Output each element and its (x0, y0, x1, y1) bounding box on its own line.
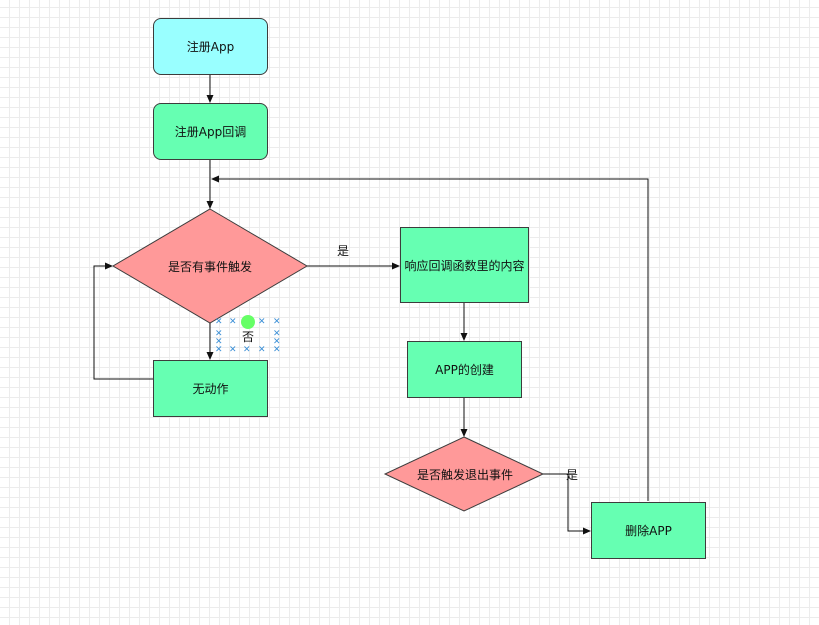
selection-dot[interactable] (241, 315, 255, 329)
selection-handle[interactable]: ✕ (273, 337, 281, 347)
selection-handle[interactable]: ✕ (215, 317, 223, 327)
selection-handle[interactable]: ✕ (273, 345, 281, 355)
selection-handle[interactable]: ✕ (258, 345, 266, 355)
node-register-app[interactable]: 注册App (153, 18, 268, 75)
selection-handle[interactable]: ✕ (229, 317, 237, 327)
node-register-callback-label: 注册App回调 (174, 125, 247, 139)
edge-label-has-event-no[interactable]: 否 (242, 330, 255, 344)
decision-has-event-label-box: 是否有事件触发 (130, 250, 290, 282)
edge-delete-loop-back[interactable] (211, 175, 649, 501)
selection-handle[interactable]: ✕ (229, 345, 237, 355)
node-respond-callback[interactable]: 响应回调函数里的内容 (400, 227, 529, 303)
node-delete-app[interactable]: 删除APP (591, 502, 706, 559)
node-create-app-label: APP的创建 (435, 363, 494, 377)
decision-has-event-label: 是否有事件触发 (167, 259, 252, 274)
decision-exit-event-shape[interactable] (383, 436, 545, 512)
edge-exit-yes-to-delete[interactable] (543, 473, 591, 535)
edge-no-action-loop-back[interactable] (93, 262, 153, 380)
node-respond-callback-label: 响应回调函数里的内容 (404, 258, 525, 273)
selection-handle[interactable]: ✕ (215, 329, 223, 339)
selection-handle[interactable]: ✕ (243, 345, 251, 355)
node-create-app[interactable]: APP的创建 (407, 341, 522, 398)
node-no-action[interactable]: 无动作 (153, 360, 268, 417)
selection-handle[interactable]: ✕ (273, 317, 281, 327)
selection-handle[interactable]: ✕ (258, 317, 266, 327)
node-delete-app-label: 删除APP (625, 524, 672, 538)
decision-exit-event-label: 是否触发退出事件 (416, 467, 513, 482)
selection-handle[interactable]: ✕ (273, 329, 281, 339)
node-register-app-label: 注册App (186, 40, 235, 54)
edge-label-has-event-yes[interactable]: 是 (337, 244, 350, 258)
edge-label-exit-event-yes[interactable]: 是 (566, 468, 579, 482)
decision-exit-event-label-box: 是否触发退出事件 (395, 458, 535, 490)
selection-handle[interactable]: ✕ (215, 345, 223, 355)
node-no-action-label: 无动作 (192, 382, 229, 396)
node-register-callback[interactable]: 注册App回调 (153, 103, 268, 160)
selection-handle[interactable]: ✕ (215, 337, 223, 347)
